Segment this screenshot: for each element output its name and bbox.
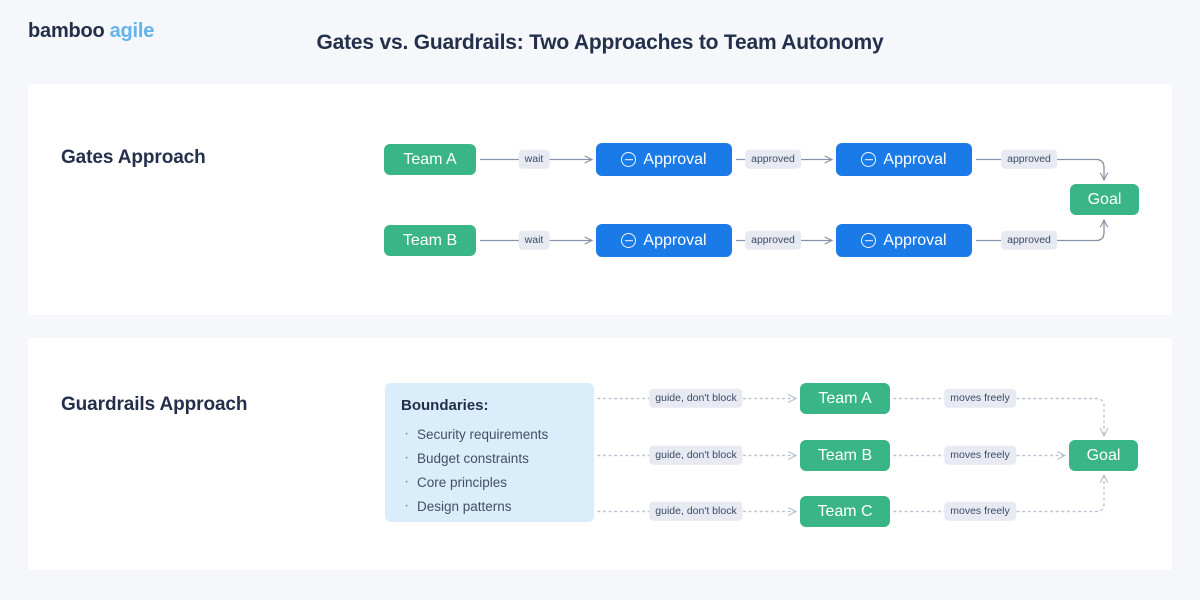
gates-goal-label: Goal	[1087, 190, 1122, 208]
gates-row2-edge3-label: approved	[1001, 230, 1057, 250]
minus-circle-icon	[861, 233, 877, 248]
gates-row2-team-node[interactable]: Team B	[384, 225, 476, 256]
guardrails-goal-node[interactable]: Goal	[1069, 440, 1138, 471]
guardrails-goal-label: Goal	[1086, 446, 1121, 464]
minus-circle-icon	[621, 152, 637, 167]
guardrails-approach-card: Guardrails Approach Boundaries: Security…	[28, 338, 1172, 570]
guardrails-row3-team-node[interactable]: Team C	[800, 496, 890, 527]
brand-logo-agile: agile	[109, 20, 155, 42]
gates-row1-team-label: Team A	[403, 150, 457, 168]
guardrails-row3-edge-out-label: moves freely	[944, 501, 1016, 521]
gates-row2-edge2-label: approved	[745, 230, 801, 250]
boundaries-item: Security requirements	[401, 422, 578, 447]
boundaries-panel: Boundaries: Security requirements Budget…	[385, 383, 594, 522]
boundaries-item: Core principles	[401, 470, 578, 495]
gates-row1-gate1-label: Approval	[643, 150, 707, 168]
gates-row1-edge2-label: approved	[745, 149, 801, 169]
minus-circle-icon	[861, 152, 877, 167]
gates-row2-edge1-label: wait	[518, 230, 550, 250]
guardrails-row1-team-label: Team A	[818, 389, 872, 407]
gates-row1-gate1-node[interactable]: Approval	[596, 143, 732, 176]
guardrails-row1-edge-in-label: guide, don't block	[649, 388, 743, 408]
gates-row1-gate2-node[interactable]: Approval	[836, 143, 972, 176]
gates-row1-team-node[interactable]: Team A	[384, 144, 476, 175]
gates-goal-node[interactable]: Goal	[1070, 184, 1139, 215]
page-title: Gates vs. Guardrails: Two Approaches to …	[316, 31, 884, 54]
guardrails-row2-edge-in-label: guide, don't block	[649, 445, 743, 465]
boundaries-item: Design patterns	[401, 494, 578, 519]
minus-circle-icon	[621, 233, 637, 248]
gates-row2-gate2-label: Approval	[883, 231, 947, 249]
gates-row1-gate2-label: Approval	[883, 150, 947, 168]
gates-connectors	[480, 84, 1172, 315]
guardrails-row2-team-label: Team B	[817, 446, 873, 464]
guardrails-section-label: Guardrails Approach	[61, 394, 248, 415]
gates-section-label: Gates Approach	[61, 147, 206, 168]
guardrails-row2-team-node[interactable]: Team B	[800, 440, 890, 471]
gates-row2-gate1-label: Approval	[643, 231, 707, 249]
gates-row2-gate1-node[interactable]: Approval	[596, 224, 732, 257]
boundaries-list: Security requirements Budget constraints…	[401, 422, 578, 519]
gates-approach-card: Gates Approach Team A Approval Approval …	[28, 84, 1172, 315]
boundaries-item: Budget constraints	[401, 446, 578, 471]
gates-row2-team-label: Team B	[402, 231, 458, 249]
guardrails-row1-team-node[interactable]: Team A	[800, 383, 890, 414]
gates-row2-gate2-node[interactable]: Approval	[836, 224, 972, 257]
gates-row1-edge3-label: approved	[1001, 149, 1057, 169]
brand-logo-bamboo: bamboo	[28, 20, 105, 42]
gates-row1-edge1-label: wait	[518, 149, 550, 169]
guardrails-row3-edge-in-label: guide, don't block	[649, 501, 743, 521]
guardrails-row2-edge-out-label: moves freely	[944, 445, 1016, 465]
boundaries-title: Boundaries:	[401, 397, 489, 414]
guardrails-row1-edge-out-label: moves freely	[944, 388, 1016, 408]
guardrails-row3-team-label: Team C	[817, 502, 873, 520]
